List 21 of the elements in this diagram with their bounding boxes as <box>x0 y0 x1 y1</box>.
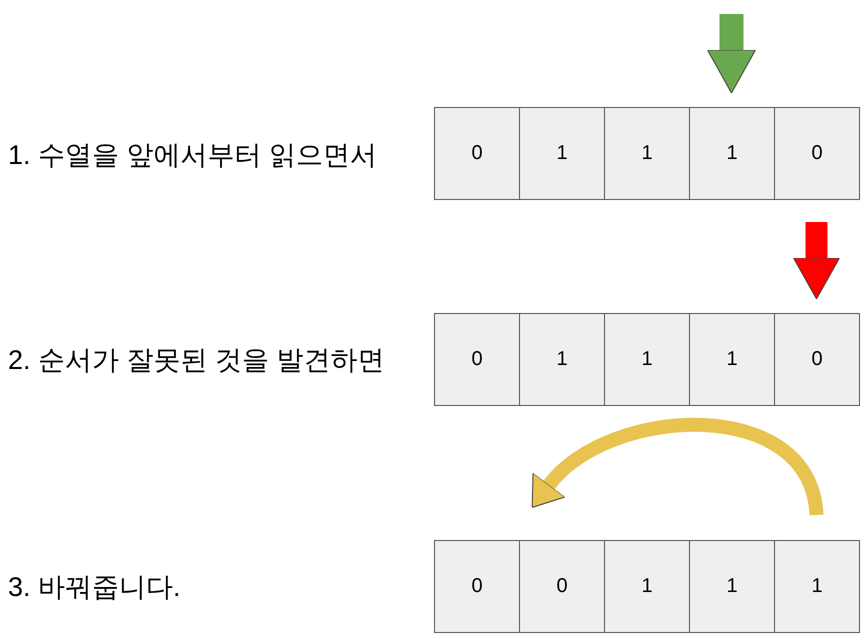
number-cell: 0 <box>434 540 520 633</box>
number-cell: 0 <box>519 540 605 633</box>
arrow <box>707 14 756 94</box>
number-cell: 1 <box>604 540 690 633</box>
step-text: 2. 순서가 잘못된 것을 발견하면 <box>8 344 385 377</box>
number-cell: 1 <box>519 107 605 200</box>
curved-arrow <box>529 418 824 516</box>
step-text: 3. 바꿔줍니다. <box>8 571 181 604</box>
number-cell: 0 <box>774 107 860 200</box>
number-cell: 0 <box>434 313 520 406</box>
number-cell: 1 <box>519 313 605 406</box>
step-text: 1. 수열을 앞에서부터 읽으면서 <box>8 139 378 172</box>
arrow <box>793 222 840 300</box>
number-cell: 1 <box>689 313 775 406</box>
number-cell: 1 <box>604 107 690 200</box>
number-cell: 1 <box>774 540 860 633</box>
number-cell: 1 <box>604 313 690 406</box>
number-cell: 1 <box>689 107 775 200</box>
number-cell: 0 <box>774 313 860 406</box>
number-cell: 0 <box>434 107 520 200</box>
number-cell: 1 <box>689 540 775 633</box>
